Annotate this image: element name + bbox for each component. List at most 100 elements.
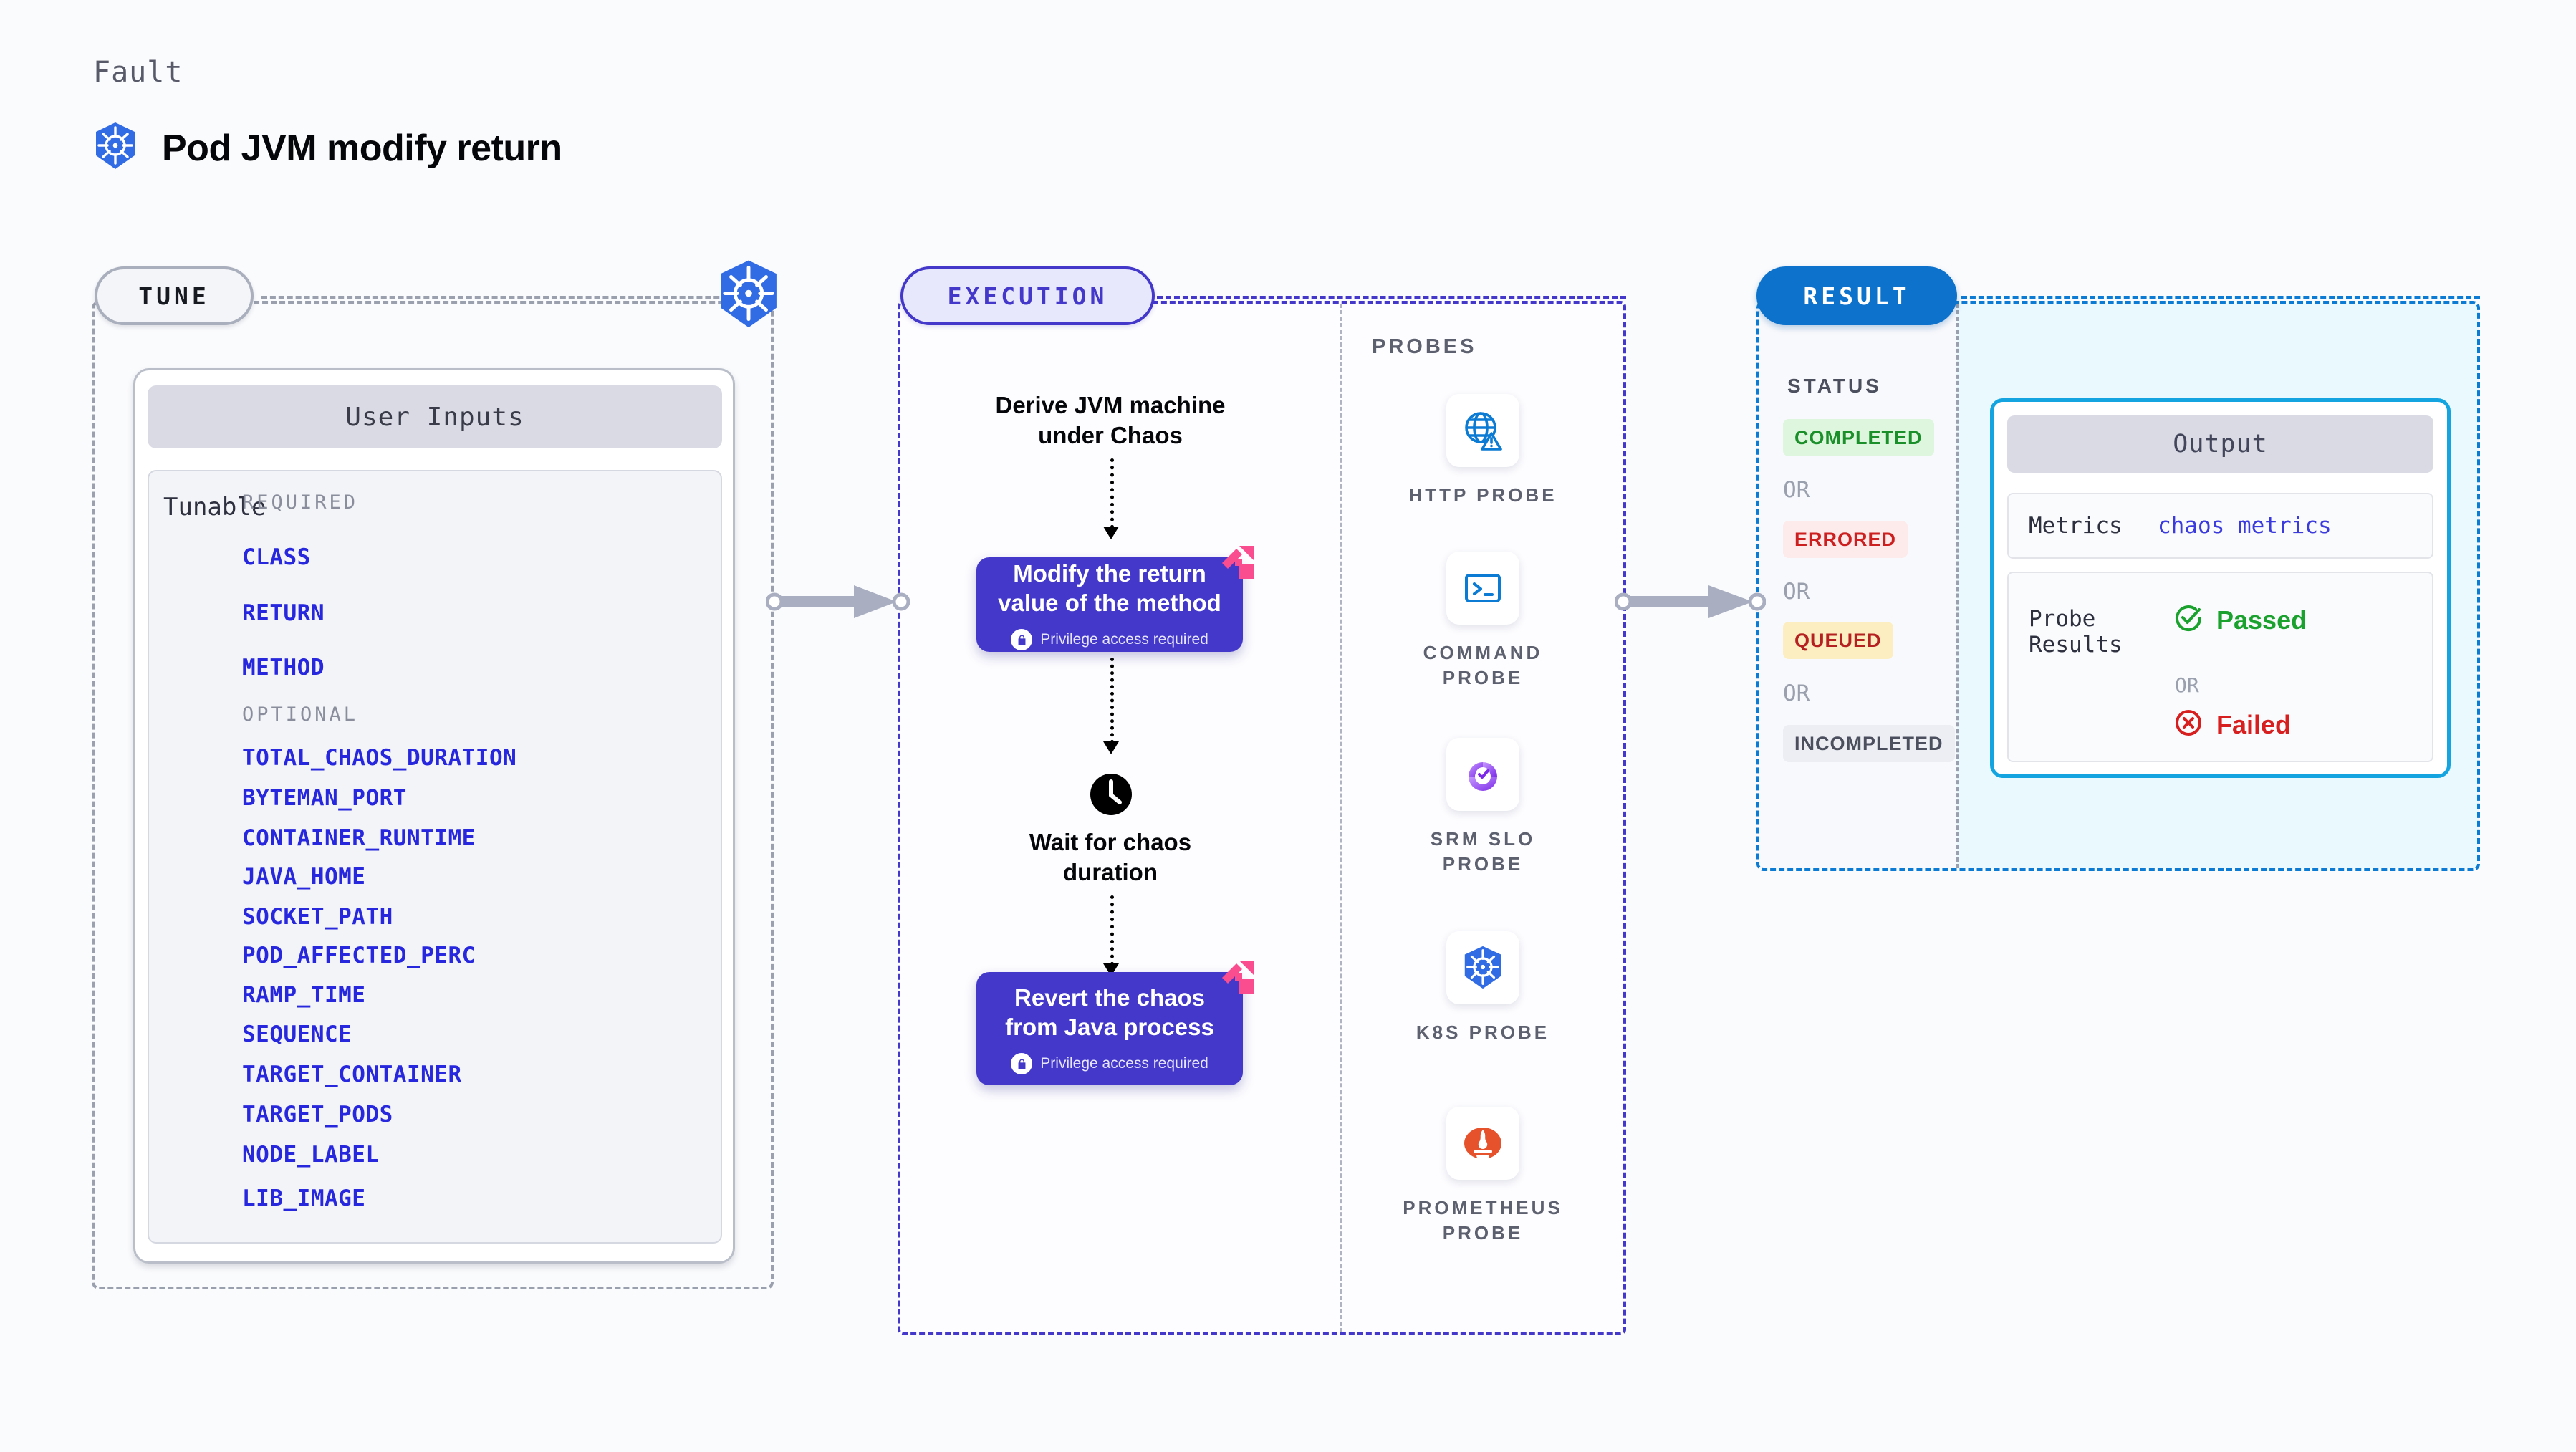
execution-step3-line1: Wait for chaos (1029, 829, 1192, 855)
failed-label: Failed (2216, 709, 2292, 739)
tune-panel (92, 301, 774, 1289)
output-title: Output (2007, 415, 2433, 473)
probe-prometheus-caption: PROMETHEUS PROBE (1403, 1196, 1562, 1246)
execution-step1-line2: under Chaos (1038, 422, 1183, 449)
tune-to-execution-arrow (765, 584, 910, 623)
kubernetes-icon (93, 122, 138, 174)
execution-step4-title: Revert the chaos from Java process (1005, 983, 1214, 1042)
lock-icon (1011, 629, 1033, 651)
param-lib-image[interactable]: LIB_IMAGE (242, 1186, 366, 1211)
group-heading-required: REQUIRED (242, 491, 359, 514)
terminal-icon (1446, 552, 1519, 625)
tune-connector-line (261, 296, 745, 299)
tunable-label: Tunable (163, 493, 266, 521)
x-circle-icon (2173, 708, 2203, 741)
execution-pill[interactable]: EXECUTION (900, 266, 1155, 325)
fault-kicker: Fault (93, 56, 183, 89)
param-container-runtime[interactable]: CONTAINER_RUNTIME (242, 825, 476, 851)
probes-heading: PROBES (1372, 335, 1477, 358)
probe-prometheus-line1: PROMETHEUS (1403, 1197, 1563, 1218)
probe-srm-slo-line1: SRM SLO (1430, 828, 1536, 850)
status-or-3: OR (1783, 681, 1810, 706)
execution-step2-line2: value of the method (998, 590, 1221, 616)
user-inputs-title: User Inputs (148, 385, 722, 448)
flow-connector-1 (1110, 458, 1114, 529)
execution-step4-box[interactable]: Revert the chaos from Java process Privi… (976, 972, 1243, 1085)
probe-result-failed: Failed (2173, 708, 2291, 741)
probe-k8s[interactable]: K8S PROBE (1383, 931, 1583, 1045)
harness-badge-icon (1218, 543, 1256, 582)
param-total-chaos-duration[interactable]: TOTAL_CHAOS_DURATION (242, 745, 517, 771)
prometheus-icon (1446, 1107, 1519, 1180)
tune-pill[interactable]: TUNE (95, 266, 254, 325)
result-connector-line (1961, 296, 2480, 299)
globe-warning-icon (1446, 394, 1519, 467)
probe-k8s-line1: K8S PROBE (1416, 1021, 1550, 1043)
page-title: Pod JVM modify return (93, 122, 562, 174)
status-heading: STATUS (1787, 375, 1882, 397)
execution-step2-box[interactable]: Modify the return value of the method Pr… (976, 557, 1243, 652)
metrics-label: Metrics (2029, 513, 2123, 539)
probe-command-line2: PROBE (1442, 667, 1524, 689)
param-byteman-port[interactable]: BYTEMAN_PORT (242, 785, 407, 811)
execution-step2-privilege-text: Privilege access required (1040, 631, 1208, 648)
harness-badge-icon (1218, 958, 1256, 996)
execution-step4-privilege: Privilege access required (1011, 1053, 1208, 1075)
execution-step1-line1: Derive JVM machine (995, 392, 1226, 418)
probe-results-line2: Results (2029, 632, 2123, 658)
lock-icon (1011, 1053, 1033, 1075)
flow-connector-2 (1110, 658, 1114, 744)
execution-step2-title: Modify the return value of the method (998, 559, 1221, 618)
result-status-bg (1758, 302, 1956, 870)
probe-http-line1: HTTP PROBE (1408, 484, 1557, 506)
execution-step4-line2: from Java process (1005, 1014, 1214, 1040)
kubernetes-icon (1446, 931, 1519, 1004)
check-circle-icon (2173, 603, 2203, 637)
probe-srm-slo-caption: SRM SLO PROBE (1431, 827, 1535, 877)
param-ramp-time[interactable]: RAMP_TIME (242, 982, 366, 1008)
status-badge-completed: COMPLETED (1783, 419, 1934, 456)
status-badge-errored: ERRORED (1783, 521, 1908, 558)
probe-srm-slo[interactable]: SRM SLO PROBE (1383, 738, 1583, 877)
probe-result-or: OR (2175, 673, 2199, 697)
clock-icon (1090, 774, 1132, 815)
result-panel (1756, 301, 2480, 871)
execution-step2-privilege: Privilege access required (1011, 629, 1208, 651)
param-pod-affected-perc[interactable]: POD_AFFECTED_PERC (242, 943, 476, 968)
probe-command-line1: COMMAND (1423, 642, 1543, 663)
status-or-2: OR (1783, 579, 1810, 605)
flow-arrowhead-1 (1103, 527, 1119, 539)
probe-prometheus-line2: PROBE (1442, 1222, 1524, 1244)
kubernetes-icon (716, 259, 781, 330)
param-java-home[interactable]: JAVA_HOME (242, 864, 366, 890)
param-target-container[interactable]: TARGET_CONTAINER (242, 1062, 462, 1087)
result-separator (1956, 304, 1959, 868)
probe-command-caption: COMMAND PROBE (1423, 640, 1543, 691)
probe-results-row: Probe Results Passed OR Failed (2007, 572, 2433, 762)
flow-arrowhead-2 (1103, 741, 1119, 754)
param-target-pods[interactable]: TARGET_PODS (242, 1102, 393, 1128)
group-heading-optional: OPTIONAL (242, 703, 359, 726)
probe-prometheus[interactable]: PROMETHEUS PROBE (1383, 1107, 1583, 1246)
metrics-row: Metrics chaos metrics (2007, 493, 2433, 559)
execution-probes-separator (1340, 304, 1342, 1332)
probe-command[interactable]: COMMAND PROBE (1383, 552, 1583, 691)
metrics-value[interactable]: chaos metrics (2158, 513, 2332, 539)
probe-results-label: Probe Results (2029, 606, 2123, 658)
result-pill[interactable]: RESULT (1756, 266, 1957, 325)
probe-result-passed: Passed (2173, 603, 2307, 637)
status-or-1: OR (1783, 477, 1810, 503)
param-node-label[interactable]: NODE_LABEL (242, 1142, 380, 1168)
probe-results-line1: Probe (2029, 606, 2096, 632)
probe-http[interactable]: HTTP PROBE (1383, 394, 1583, 508)
probe-http-caption: HTTP PROBE (1408, 483, 1557, 508)
param-sequence[interactable]: SEQUENCE (242, 1021, 352, 1047)
param-method[interactable]: METHOD (242, 655, 325, 681)
param-socket-path[interactable]: SOCKET_PATH (242, 904, 393, 930)
flow-connector-3 (1110, 895, 1114, 966)
param-return[interactable]: RETURN (242, 600, 325, 626)
execution-step3-line2: duration (1063, 859, 1158, 886)
execution-step4-privilege-text: Privilege access required (1040, 1055, 1208, 1072)
param-class[interactable]: CLASS (242, 544, 311, 570)
